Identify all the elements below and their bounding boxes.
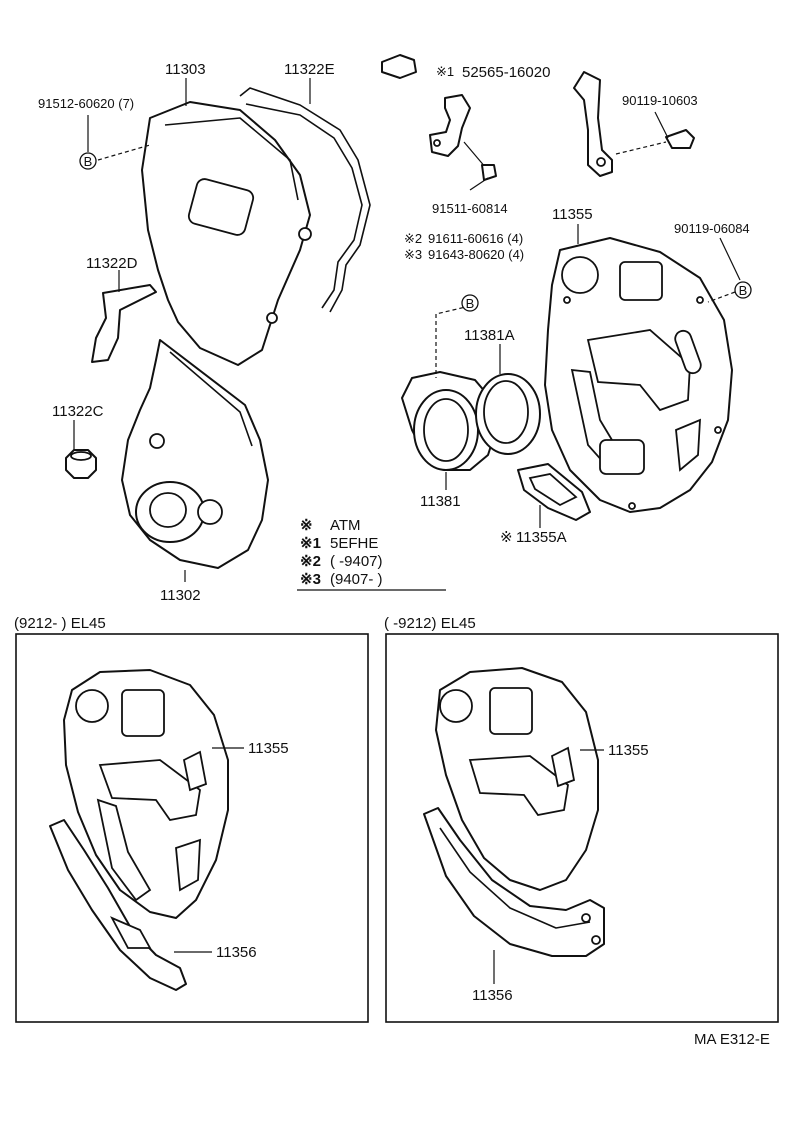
legend-text-2: ( -9407) <box>330 553 383 570</box>
label-box-right-11356: 11356 <box>472 987 513 1004</box>
grommet-11322C <box>65 449 97 479</box>
label-11355A: 11355A <box>516 529 567 546</box>
bolt-91511-60814 <box>463 141 497 181</box>
label-11322D: 11322D <box>86 255 138 272</box>
bolt-marker-b-2: B <box>461 294 479 312</box>
box-right-frame <box>385 633 779 1023</box>
legend-text-1: 5EFHE <box>330 535 378 552</box>
label-91643-mark: ※3 <box>404 247 422 262</box>
legend: ※ ATM ※1 5EFHE ※2 ( -9407) ※3 (9407- ) <box>297 517 446 591</box>
box-right-header: ( -9212) EL45 <box>384 615 476 632</box>
label-11303: 11303 <box>165 61 206 78</box>
label-90119-10603: 90119-10603 <box>622 93 698 108</box>
label-box-left-11356: 11356 <box>216 944 257 961</box>
end-plate-11355-top <box>544 237 733 513</box>
label-90119-06084: 90119-06084 <box>674 221 750 236</box>
label-11381A: 11381A <box>464 327 515 344</box>
label-91511-60814: 91511-60814 <box>432 201 508 216</box>
leader-lines-upper <box>73 78 741 582</box>
box-left-header: (9212- ) EL45 <box>14 615 106 632</box>
diagram-code: MA E312-E <box>694 1031 770 1048</box>
label-11381: 11381 <box>420 493 461 510</box>
bracket-91511 <box>429 94 471 157</box>
guard-11356-left <box>49 819 187 991</box>
end-plate-11355-right <box>435 667 599 891</box>
label-11355A-mark: ※ <box>500 529 513 546</box>
label-11355-top: 11355 <box>552 206 593 223</box>
box-left-frame <box>15 633 369 1023</box>
svg-text:B: B <box>84 154 93 169</box>
svg-text:B: B <box>739 283 748 298</box>
end-plate-11355-left <box>63 669 229 919</box>
label-52565-mark: ※1 <box>436 64 454 79</box>
label-91512-60620: 91512-60620 (7) <box>38 96 134 111</box>
label-52565-16020: 52565-16020 <box>462 64 550 81</box>
oil-seal-11381A <box>475 373 541 455</box>
label-91611-mark: ※2 <box>404 231 422 246</box>
bolt-marker-b-3: B <box>734 281 752 299</box>
bolt-marker-b-1: B <box>79 152 97 170</box>
label-91611-60616: 91611-60616 (4) <box>428 231 523 246</box>
legend-text-0: ATM <box>330 517 361 534</box>
bracket-90119-10603 <box>573 71 695 177</box>
upper-timing-cover-11303 <box>141 101 312 366</box>
gasket-11322E <box>239 87 371 313</box>
lower-timing-cover-11302 <box>121 339 269 569</box>
label-box-left-11355: 11355 <box>248 740 289 757</box>
legend-mark-0: ※ <box>300 517 313 534</box>
guard-11356-right <box>423 807 605 957</box>
gasket-11322D <box>91 284 157 363</box>
legend-mark-2: ※2 <box>300 553 321 570</box>
label-box-right-11355: 11355 <box>608 742 649 759</box>
label-11302: 11302 <box>160 587 201 604</box>
legend-text-3: (9407- ) <box>330 571 383 588</box>
clip-52565-16020 <box>381 54 417 79</box>
legend-mark-3: ※3 <box>300 571 321 588</box>
legend-mark-1: ※1 <box>300 535 321 552</box>
label-11322C: 11322C <box>52 403 104 420</box>
label-91643-80620: 91643-80620 (4) <box>428 247 524 262</box>
label-11322E: 11322E <box>284 61 335 78</box>
plate-11355A <box>517 463 591 521</box>
svg-text:B: B <box>466 296 475 311</box>
